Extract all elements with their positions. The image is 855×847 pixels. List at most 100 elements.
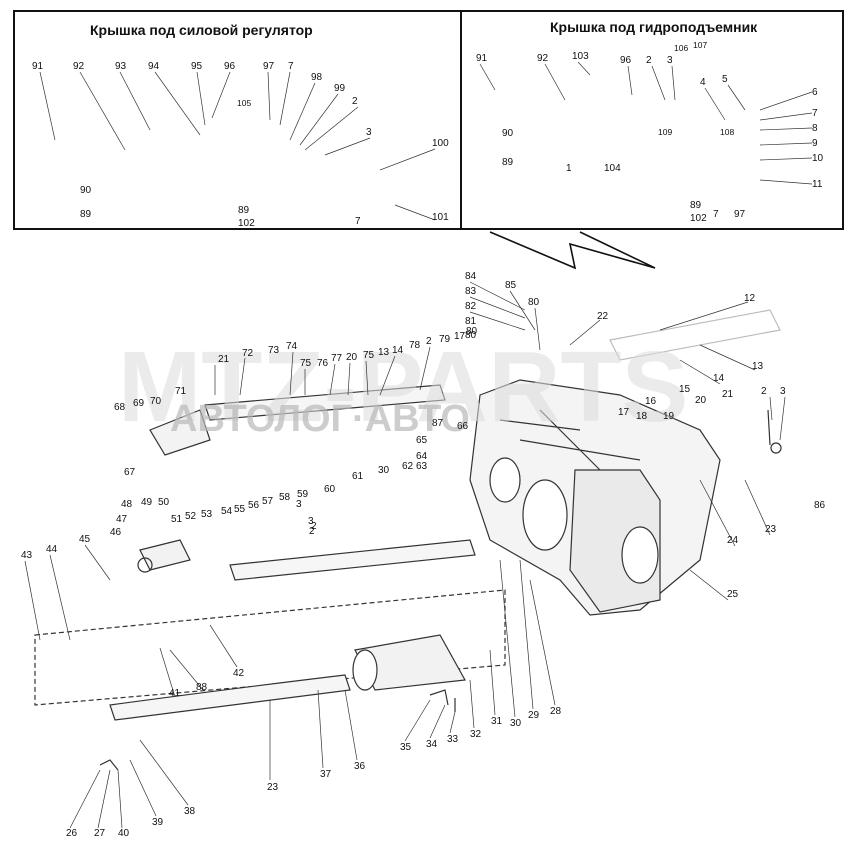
callout-label: 25: [727, 589, 739, 600]
leader-line: [49, 554, 71, 641]
callout-label: 104: [604, 163, 621, 174]
leader-line: [779, 396, 786, 441]
callout-label: 71: [175, 386, 187, 397]
leader-line: [679, 359, 721, 385]
callout-label: 89: [80, 209, 92, 220]
callout-label: 62: [402, 461, 414, 472]
callout-label: 61: [352, 471, 364, 482]
callout-label: 92: [73, 61, 85, 72]
leader-line: [727, 84, 746, 111]
callout-label: 56: [248, 500, 260, 511]
callout-label: 91: [476, 53, 488, 64]
leader-line: [159, 647, 176, 698]
callout-label: 3: [308, 516, 314, 527]
callout-label: 38: [184, 806, 196, 817]
callout-label: 70: [150, 396, 162, 407]
leader-line: [317, 689, 324, 769]
callout-label: 100: [432, 138, 449, 149]
callout-label: 28: [550, 706, 562, 717]
callout-label: 14: [392, 345, 404, 356]
leader-line: [659, 301, 749, 331]
callout-label: 3: [780, 386, 786, 397]
callout-label: 53: [201, 509, 213, 520]
main-assembly-drawing: [34, 309, 782, 771]
callout-label: 24: [727, 535, 739, 546]
leader-line: [69, 769, 101, 829]
callout-label: 3: [296, 499, 302, 510]
callout-label: 107: [693, 40, 708, 50]
callout-label: 97: [263, 61, 275, 72]
callout-label: 20: [695, 395, 707, 406]
callout-label: 58: [279, 492, 291, 503]
callout-label: 33: [447, 734, 459, 745]
callout-label: 55: [234, 504, 246, 515]
callout-label: 92: [537, 53, 549, 64]
power-regulator-cover-inset: Крышка под силовой регулятор: [13, 10, 462, 230]
leader-line: [365, 360, 369, 396]
callout-label: 80: [466, 326, 478, 337]
leader-line: [379, 355, 396, 396]
leader-line: [544, 63, 566, 101]
callout-label: 90: [502, 128, 514, 139]
callout-label: 50: [158, 497, 170, 508]
leader-line: [97, 769, 111, 829]
callout-label: 7: [812, 108, 818, 119]
leader-line: [304, 106, 359, 151]
leader-line: [119, 71, 151, 131]
callout-label: 7: [355, 216, 361, 227]
callout-label: 42: [233, 668, 245, 679]
callout-label: 90: [80, 185, 92, 196]
leader-line: [267, 71, 271, 121]
callout-label: 99: [334, 83, 346, 94]
leader-line: [509, 290, 536, 331]
callout-label: 47: [116, 514, 128, 525]
callout-label: 96: [224, 61, 236, 72]
callout-label: 27: [94, 828, 106, 839]
callout-label: 2: [309, 526, 315, 537]
callout-label: 41: [169, 688, 181, 699]
leader-line: [759, 179, 813, 185]
callout-label: 84: [465, 271, 477, 282]
callout-label: 29: [528, 710, 540, 721]
callout-label: 2: [426, 336, 432, 347]
callout-label: 46: [110, 527, 122, 538]
leader-line: [699, 344, 756, 371]
callout-label: 89: [690, 200, 702, 211]
callout-label: 66: [457, 421, 469, 432]
callout-label: 63: [416, 461, 428, 472]
callout-label: 8: [812, 123, 818, 134]
leader-line: [449, 711, 456, 734]
callout-label: 44: [46, 544, 58, 555]
leader-line: [469, 311, 526, 331]
callout-label: 54: [221, 506, 233, 517]
callout-label: 15: [679, 384, 691, 395]
callout-label: 2: [646, 55, 652, 66]
callout-label: 11: [812, 179, 823, 190]
leader-line: [289, 82, 316, 141]
leader-line: [139, 739, 189, 806]
callout-label: 69: [133, 398, 145, 409]
callout-label: 75: [300, 358, 312, 369]
leader-line: [469, 296, 526, 319]
callout-label: 67: [124, 467, 136, 478]
callout-label: 12: [744, 293, 756, 304]
leader-line: [577, 61, 591, 76]
callout-label: 40: [118, 828, 130, 839]
leader-line: [651, 65, 666, 101]
callout-label: 39: [152, 817, 164, 828]
callout-label: 57: [262, 496, 274, 507]
callout-label: 7: [713, 209, 719, 220]
callout-label: 16: [645, 396, 657, 407]
callout-label: 2: [352, 96, 358, 107]
leader-line: [759, 142, 813, 146]
callout-label: 1: [566, 163, 572, 174]
callout-label: 105: [237, 98, 252, 108]
leader-line: [769, 396, 773, 421]
callout-label: 109: [658, 127, 673, 137]
leader-line: [469, 281, 526, 311]
callout-label: 10: [812, 153, 824, 164]
leader-line: [759, 127, 813, 131]
callout-label: 81: [465, 316, 477, 327]
leader-line: [299, 93, 339, 146]
leader-line: [39, 71, 56, 141]
